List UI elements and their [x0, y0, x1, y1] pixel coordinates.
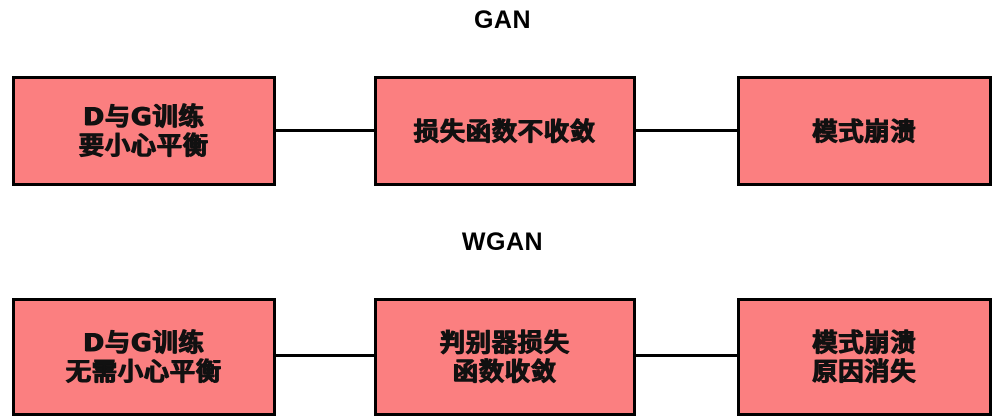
wgan-node-mode-collapse-cause-gone[interactable]: 模式崩溃 原因消失 [737, 298, 992, 416]
node-text-line-1: D与G训练 [83, 328, 205, 357]
gan-connector-2 [636, 129, 737, 132]
wgan-connector-2 [636, 354, 737, 357]
node-text-line-1: 损失函数不收敛 [413, 116, 596, 146]
gan-node-loss-not-converged[interactable]: 损失函数不收敛 [374, 76, 636, 186]
wgan-node-training-no-balance[interactable]: D与G训练 无需小心平衡 [12, 298, 276, 416]
node-text-line-1: D与G训练 [83, 102, 205, 131]
node-text-line-1: 模式崩溃 [812, 116, 917, 146]
wgan-node-discriminator-loss-converges[interactable]: 判别器损失 函数收敛 [374, 298, 636, 416]
node-text-line-2: 函数收敛 [452, 357, 557, 386]
section-title-wgan: WGAN [461, 228, 544, 256]
node-text-line-2: 要小心平衡 [78, 131, 209, 160]
gan-connector-1 [276, 129, 374, 132]
gan-node-training-balance[interactable]: D与G训练 要小心平衡 [12, 76, 276, 186]
section-title-gan: GAN [473, 6, 532, 34]
node-text-line-2: 原因消失 [812, 357, 917, 386]
node-text-line-1: 判别器损失 [439, 328, 570, 357]
wgan-connector-1 [276, 354, 374, 357]
node-text-line-2: 无需小心平衡 [65, 357, 222, 386]
node-text-line-1: 模式崩溃 [812, 328, 917, 357]
gan-node-mode-collapse[interactable]: 模式崩溃 [737, 76, 992, 186]
